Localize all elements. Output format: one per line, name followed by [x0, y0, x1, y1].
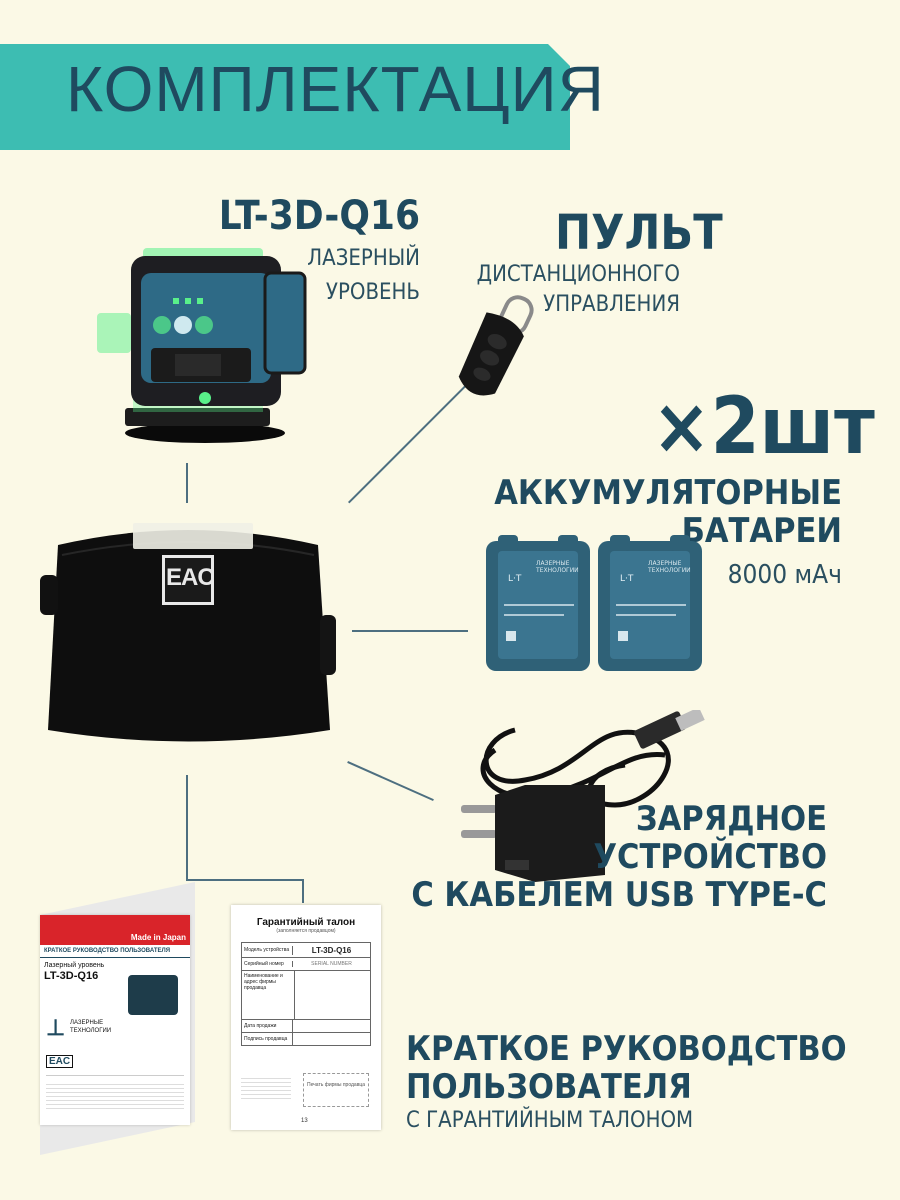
battery-image: L·T — [486, 535, 590, 671]
booklet-brand-line: ТЕХНОЛОГИИ — [70, 1028, 112, 1034]
charger-image — [461, 710, 705, 882]
warranty-row-value: SERIAL NUMBER — [292, 961, 370, 967]
manual-title-1: КРАТКОЕ РУКОВОДСТВО — [406, 1029, 847, 1069]
warranty-row: Дата продажи — [241, 1020, 371, 1033]
warranty-row-value: LT-3D-Q16 — [292, 945, 370, 955]
charger-line-1: ЗАРЯДНОЕ — [635, 799, 827, 839]
charger-line-3: С КАБЕЛЕМ USB TYPE-C — [411, 875, 827, 915]
connector-line — [186, 775, 188, 880]
laser-line-1: ЛАЗЕРНЫЙ — [307, 246, 420, 271]
connector-line — [186, 463, 188, 503]
warranty-row-label: Дата продажи — [244, 1023, 277, 1029]
remote-line-1: ДИСТАНЦИОННОГО — [476, 262, 680, 287]
battery-count: ×2шт — [652, 382, 875, 472]
remote-title: ПУЛЬТ — [555, 205, 723, 261]
warranty-row-value — [294, 971, 370, 1019]
remote-image — [458, 295, 534, 396]
warranty-stamp-area: Печать фирмы продавца — [303, 1073, 369, 1107]
warranty-row-label: Модель устройства — [244, 947, 290, 953]
battery-brand-label: ЛАЗЕРНЫЕ ТЕХНОЛОГИИ — [648, 560, 691, 574]
booklet-divider — [46, 1075, 184, 1076]
battery-image: L·T — [598, 535, 702, 671]
warranty-row: Подпись продавца — [241, 1033, 371, 1046]
warranty-table: Модель устройства LT-3D-Q16 Серийный ном… — [241, 942, 371, 1046]
warranty-subtitle: (заполняется продавцом) — [276, 928, 336, 934]
booklet-model: LT-3D-Q16 — [44, 970, 99, 982]
battery-capacity: 8000 мАч — [727, 560, 842, 590]
laser-level-image — [97, 248, 307, 443]
warranty-title: Гарантийный талон — [256, 917, 356, 928]
booklet-logo-icon: ⊥ — [46, 1015, 66, 1040]
laser-line-2: УРОВЕНЬ — [325, 280, 420, 305]
booklet-brand: ЛАЗЕРНЫЕ ТЕХНОЛОГИИ — [70, 1019, 111, 1035]
battery-brand-line: ТЕХНОЛОГИИ — [648, 567, 691, 574]
booklet-cover: Made in Japan КРАТКОЕ РУКОВОДСТВО ПОЛЬЗО… — [40, 915, 190, 1125]
warranty-page-number: 13 — [301, 1118, 308, 1124]
warranty-row-label: Серийный номер — [244, 961, 284, 967]
booklet-made-in: Made in Japan — [130, 933, 186, 942]
laser-description: ЛАЗЕРНЫЙ УРОВЕНЬ — [307, 242, 420, 310]
warranty-row-label: Наименование и адрес фирмы продавца — [244, 973, 283, 991]
connector-line — [186, 879, 304, 881]
warranty-row-label: Подпись продавца — [244, 1036, 288, 1042]
svg-text:L·T: L·T — [508, 574, 522, 584]
page-title: КОМПЛЕКТАЦИЯ — [66, 53, 605, 125]
connector-line — [302, 879, 304, 903]
battery-brand-line: ТЕХНОЛОГИИ — [536, 567, 579, 574]
battery-title: АККУМУЛЯТОРНЫЕ БАТАРЕИ — [494, 474, 842, 550]
booklet-heading: КРАТКОЕ РУКОВОДСТВО ПОЛЬЗОВАТЕЛЯ — [40, 945, 190, 958]
laser-model: LT-3D-Q16 — [218, 193, 420, 239]
battery-title-2: БАТАРЕИ — [681, 511, 842, 551]
charger-line-2: УСТРОЙСТВО — [593, 837, 827, 877]
warranty-row: Модель устройства LT-3D-Q16 — [241, 942, 371, 958]
warranty-card: Гарантийный талон (заполняется продавцом… — [231, 905, 381, 1130]
booklet-brand-line: ЛАЗЕРНЫЕ — [70, 1020, 104, 1026]
battery-brand-line: ЛАЗЕРНЫЕ — [648, 560, 682, 567]
remote-description: ДИСТАНЦИОННОГО УПРАВЛЕНИЯ — [477, 260, 680, 320]
manual-title-2: ПОЛЬЗОВАТЕЛЯ — [406, 1067, 692, 1107]
battery-brand-line: ЛАЗЕРНЫЕ — [536, 560, 570, 567]
battery-brand-label: ЛАЗЕРНЫЕ ТЕХНОЛОГИИ — [536, 560, 579, 574]
booklet-device-photo — [128, 975, 178, 1015]
charger-title: ЗАРЯДНОЕ УСТРОЙСТВО С КАБЕЛЕМ USB TYPE-C — [411, 800, 827, 914]
booklet-fine-print — [46, 1081, 184, 1111]
remote-line-2: УПРАВЛЕНИЯ — [543, 292, 680, 317]
booklet-header: Made in Japan — [40, 915, 190, 945]
svg-text:L·T: L·T — [620, 574, 634, 584]
booklet-product: Лазерный уровень — [44, 962, 105, 969]
warranty-row: Серийный номер SERIAL NUMBER — [241, 958, 371, 971]
carrying-bag-image — [40, 523, 336, 742]
warranty-fine-print — [241, 1075, 291, 1101]
connector-line — [347, 761, 434, 802]
warranty-row-value — [292, 1033, 370, 1045]
manual-title: КРАТКОЕ РУКОВОДСТВО ПОЛЬЗОВАТЕЛЯ — [406, 1030, 847, 1106]
battery-title-1: АККУМУЛЯТОРНЫЕ — [494, 473, 842, 513]
manual-subtitle: С ГАРАНТИЙНЫМ ТАЛОНОМ — [406, 1108, 694, 1133]
booklet-eac-mark: EAC — [46, 1055, 74, 1068]
warranty-row-value — [292, 1020, 370, 1032]
connector-line — [352, 630, 468, 632]
warranty-row: Наименование и адрес фирмы продавца — [241, 971, 371, 1020]
eac-mark: EAC — [166, 564, 215, 591]
header-banner — [0, 44, 570, 150]
